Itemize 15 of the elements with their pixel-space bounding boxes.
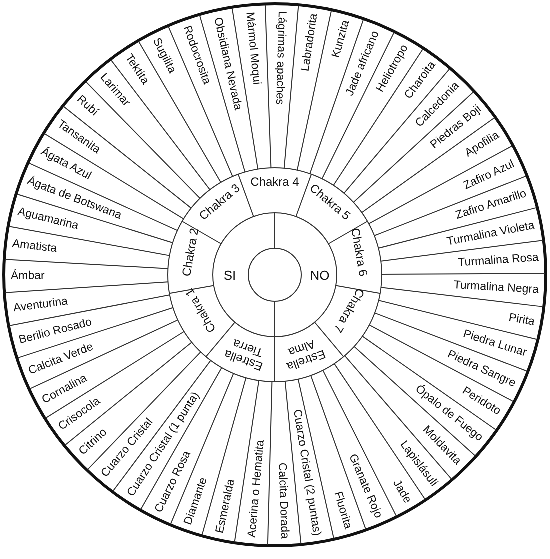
stone-name: Calcita Dorada xyxy=(272,386,292,540)
stone-name: Mármol Moqui xyxy=(242,12,272,164)
chakra-label: Chakra 4 xyxy=(250,176,300,189)
chakra-label: Estrella Alma xyxy=(276,333,332,375)
stone-name: Turmalina Rosa xyxy=(386,250,539,275)
stone-name: Acerina o Hematita xyxy=(244,386,272,539)
stone-name: Ámbar xyxy=(10,268,164,284)
stone-name: Turmalina Negra xyxy=(386,274,539,298)
answer-label: SI xyxy=(224,268,236,282)
chakra-label: Chakra 6 xyxy=(348,226,370,278)
answer-label: NO xyxy=(310,268,330,282)
chakra-label: Chakra 2 xyxy=(180,226,202,278)
stone-name: Amatista xyxy=(12,236,165,269)
stone-name: Lágrimas apaches xyxy=(270,10,289,164)
stone-name: Aventurina xyxy=(12,282,165,316)
